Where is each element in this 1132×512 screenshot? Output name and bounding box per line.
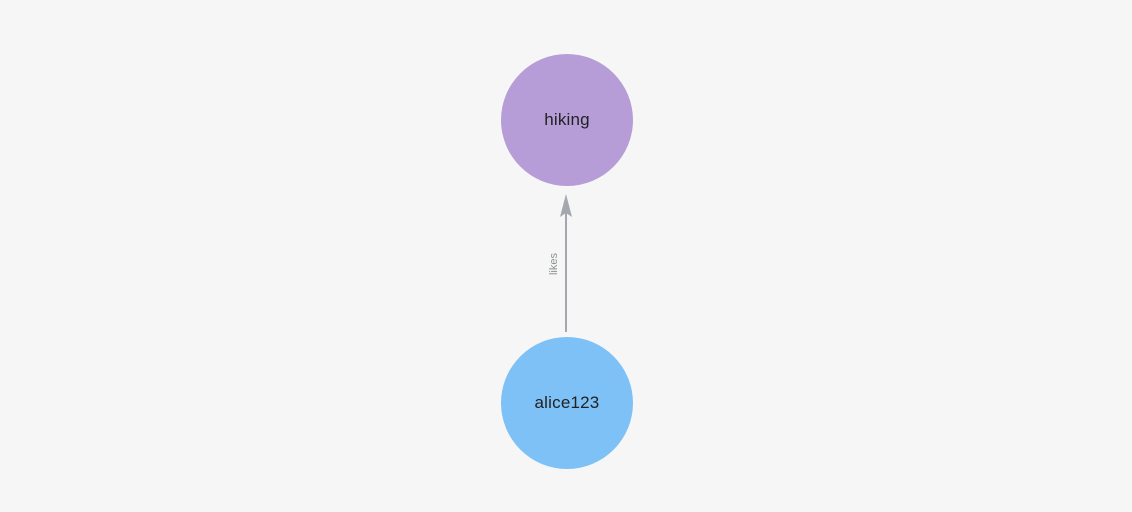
node-label-hiking: hiking: [544, 110, 590, 129]
edge-label-likes[interactable]: likes: [548, 252, 560, 276]
node-label-alice123: alice123: [534, 393, 600, 412]
arrowhead-up-icon: [560, 194, 572, 217]
node-hiking[interactable]: hiking: [501, 54, 633, 186]
node-alice123[interactable]: alice123: [501, 337, 633, 469]
